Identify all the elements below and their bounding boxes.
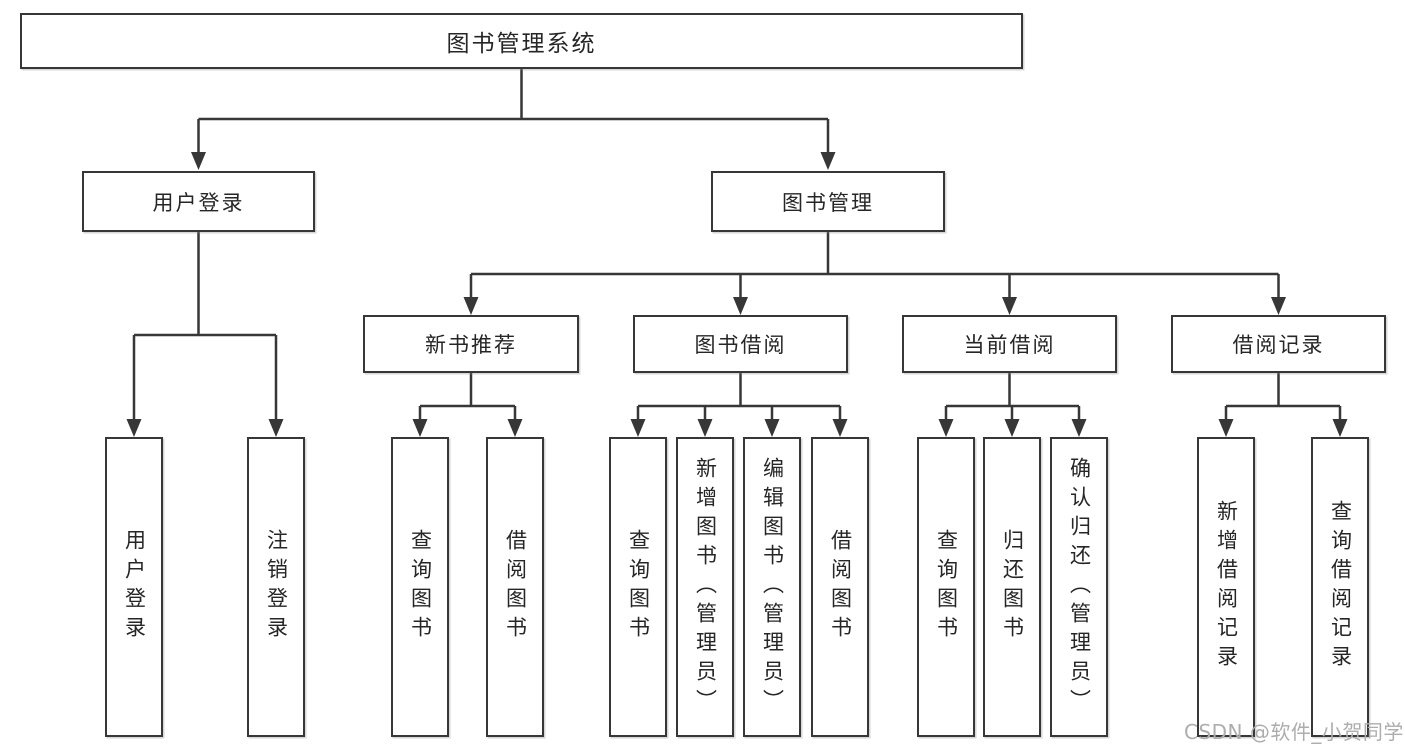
leaf-logout: 注销登录 (247, 437, 305, 737)
connector-current-borrow (944, 373, 1081, 420)
node-label: 用户登录 (122, 529, 147, 645)
leaf-confirm-return-admin: 确认归还（管理员） (1050, 437, 1108, 737)
connector-book-mgmt (469, 232, 1280, 298)
node-user-login: 用户登录 (82, 171, 315, 232)
node-label: 注销登录 (264, 529, 289, 645)
node-root-library-system: 图书管理系统 (20, 13, 1023, 69)
leaf-user-login: 用户登录 (105, 437, 163, 737)
arrowhead (1271, 297, 1286, 315)
node-label: 查询图书 (408, 529, 433, 645)
node-label: 确认归还（管理员） (1067, 456, 1092, 718)
connector-borrow-record (1224, 373, 1342, 420)
node-label: 查询借阅记录 (1328, 500, 1353, 674)
arrowhead (126, 419, 142, 437)
node-label: 归还图书 (1000, 529, 1025, 645)
leaf-query-books-1: 查询图书 (391, 437, 449, 737)
arrowhead (1002, 297, 1017, 315)
arrowhead (832, 419, 848, 437)
node-label: 借阅图书 (503, 529, 528, 645)
arrowhead (463, 297, 479, 315)
node-label: 用户登录 (152, 190, 245, 215)
leaf-add-borrow-record: 新增借阅记录 (1197, 437, 1255, 737)
arrowhead (938, 419, 954, 437)
node-label: 编辑图书（管理员） (760, 456, 785, 718)
arrowhead (191, 152, 206, 170)
node-label: 图书管理 (782, 190, 874, 215)
arrowhead (268, 419, 284, 437)
connector-user-login (132, 232, 278, 420)
node-label: 借阅图书 (828, 529, 853, 645)
node-new-book-recommend: 新书推荐 (363, 315, 579, 373)
arrowhead (1004, 419, 1020, 437)
connector-root-to-level2 (197, 69, 830, 153)
node-book-management: 图书管理 (711, 171, 945, 232)
leaf-edit-books-admin: 编辑图书（管理员） (743, 437, 801, 737)
arrowhead (1332, 419, 1348, 437)
node-label: 查询图书 (934, 529, 959, 645)
connector-book-borrow (636, 373, 842, 420)
node-label: 当前借阅 (963, 333, 1056, 357)
node-label: 图书借阅 (694, 333, 787, 357)
leaf-return-books: 归还图书 (983, 437, 1041, 737)
connector-new-book (418, 373, 517, 420)
node-label: 新增图书（管理员） (693, 456, 718, 718)
leaf-borrow-books-2: 借阅图书 (811, 437, 869, 737)
leaf-query-books-3: 查询图书 (917, 437, 975, 737)
node-borrow-record: 借阅记录 (1171, 315, 1386, 373)
arrowhead (820, 152, 836, 170)
arrowhead (764, 419, 780, 437)
leaf-borrow-books-1: 借阅图书 (486, 437, 544, 737)
arrowhead (412, 419, 428, 437)
arrowhead (697, 419, 713, 437)
leaf-query-books-2: 查询图书 (609, 437, 667, 737)
arrowhead (1071, 419, 1087, 437)
csdn-watermark: CSDN @软件_小贺同学 (1184, 720, 1404, 744)
arrowhead (630, 419, 646, 437)
node-book-borrow: 图书借阅 (633, 315, 848, 373)
arrowhead (733, 297, 748, 315)
node-label: 图书管理系统 (446, 31, 597, 57)
node-label: 借阅记录 (1232, 333, 1325, 357)
arrowhead (507, 419, 523, 437)
node-label: 新增借阅记录 (1214, 500, 1239, 674)
node-current-borrow: 当前借阅 (902, 315, 1117, 373)
arrowhead (1218, 419, 1234, 437)
leaf-query-borrow-record: 查询借阅记录 (1311, 437, 1369, 737)
leaf-add-books-admin: 新增图书（管理员） (676, 437, 734, 737)
node-label: 查询图书 (626, 529, 651, 645)
node-label: 新书推荐 (425, 333, 517, 357)
